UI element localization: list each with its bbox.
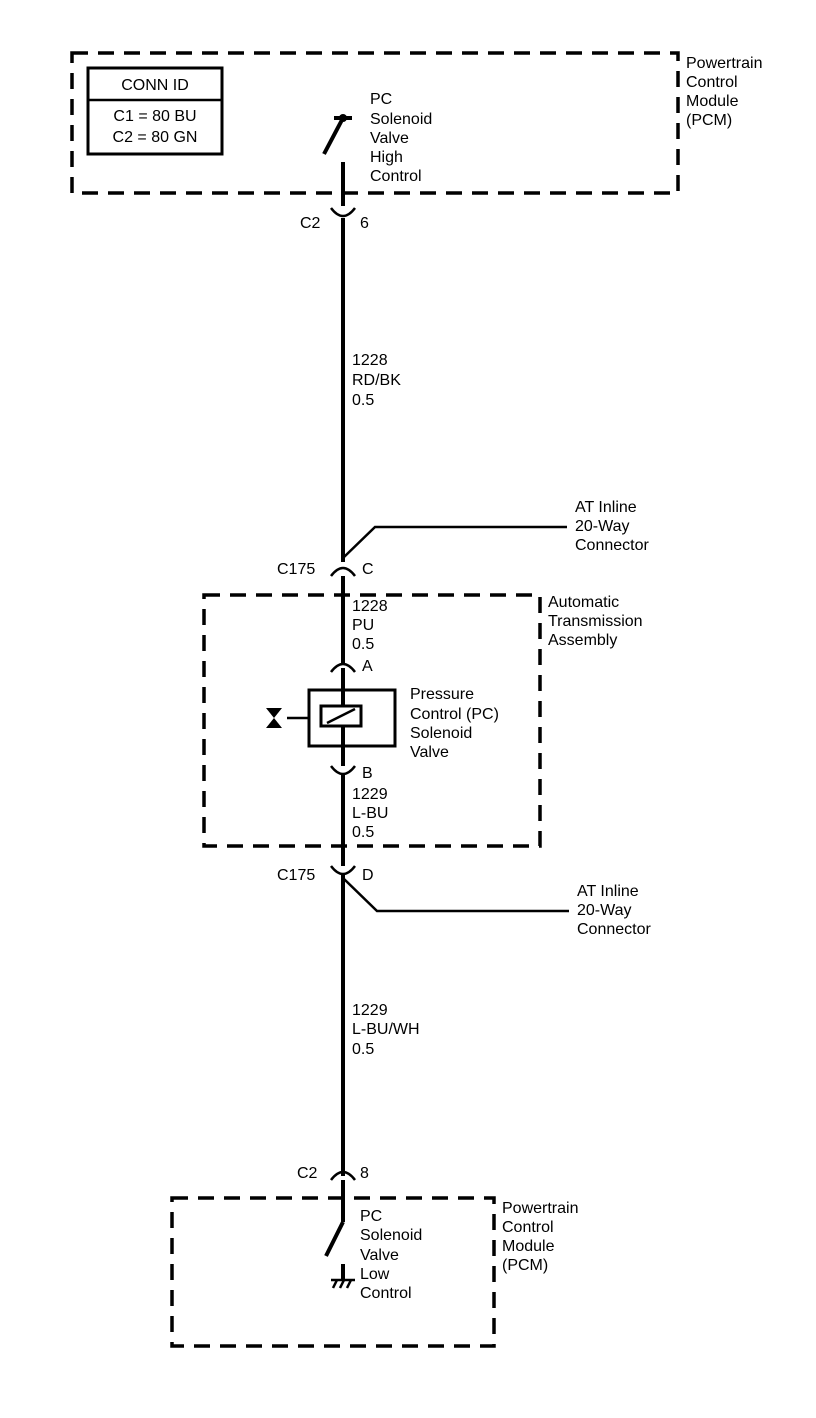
pcm-bottom-label-line4: (PCM) xyxy=(502,1257,548,1274)
low-control-label-line4: Low xyxy=(360,1266,390,1283)
low-control-label-line1: PC xyxy=(360,1208,382,1225)
transmission-label-line1: Automatic xyxy=(548,594,619,611)
pcm-bottom-label-line3: Module xyxy=(502,1238,555,1255)
connector-pin-a-label: A xyxy=(362,658,373,675)
inline-top-label-line3: Connector xyxy=(575,537,649,554)
inline-bottom-label-line3: Connector xyxy=(577,921,651,938)
high-control-label-line1: PC xyxy=(370,91,392,108)
low-control-label-line5: Control xyxy=(360,1285,412,1302)
wire-1228-rdbk-label: 1228 RD/BK 0.5 xyxy=(352,352,401,409)
wire-1228-pu-label: 1228 PU 0.5 xyxy=(352,598,388,653)
low-control-label: PC Solenoid Valve Low Control xyxy=(360,1208,422,1302)
wire-1-circuit: 1228 xyxy=(352,352,388,369)
inline-top-label-line2: 20-Way xyxy=(575,518,630,535)
conn-id-row-c2: C2 = 80 GN xyxy=(113,129,198,146)
transmission-label-line2: Transmission xyxy=(548,613,643,630)
pcm-top-label-line3: Module xyxy=(686,93,739,110)
low-control-switch-icon xyxy=(324,1221,345,1280)
solenoid-label-line4: Valve xyxy=(410,744,449,761)
high-control-label-line5: Control xyxy=(370,168,422,185)
ground-icon xyxy=(331,1278,355,1289)
wire-in-circuit: 1228 xyxy=(352,598,388,615)
pcm-bottom-label-line2: Control xyxy=(502,1219,554,1236)
conn-id-title: CONN ID xyxy=(121,77,189,94)
wire-1-size: 0.5 xyxy=(352,392,374,409)
pcm-bottom-boundary xyxy=(170,1196,496,1348)
low-control-label-line2: Solenoid xyxy=(360,1227,422,1244)
connector-c2-pin8-icon xyxy=(330,1170,356,1181)
connector-pin-b-icon xyxy=(330,765,356,776)
wire-in-color: PU xyxy=(352,617,374,634)
high-control-label-line4: High xyxy=(370,149,403,166)
solenoid-label-line1: Pressure xyxy=(410,686,474,703)
connector-c2-pin6-pin: 6 xyxy=(360,215,369,232)
inline-top-label: AT Inline 20-Way Connector xyxy=(575,499,649,554)
connector-c175-pin-c-icon xyxy=(330,566,356,577)
connector-pin-b-label: B xyxy=(362,765,373,782)
wire-in-size: 0.5 xyxy=(352,636,374,653)
wire-out-size: 0.5 xyxy=(352,824,374,841)
inline-bottom-leader xyxy=(342,877,569,913)
wire-out-color: L-BU xyxy=(352,805,388,822)
connector-c175-bottom-pin: D xyxy=(362,867,374,884)
pcm-top-label-line1: Powertrain xyxy=(686,55,762,72)
connector-c175-bottom-name: C175 xyxy=(277,867,315,884)
inline-bottom-label-line1: AT Inline xyxy=(577,883,639,900)
wire-2-circuit: 1229 xyxy=(352,1002,388,1019)
pcm-top-label-line2: Control xyxy=(686,74,738,91)
connector-c175-pin-d-icon xyxy=(330,865,356,876)
connector-c175-top-pin: C xyxy=(362,561,374,578)
pcm-bottom-label: Powertrain Control Module (PCM) xyxy=(502,1200,578,1274)
pcm-top-boundary xyxy=(70,51,680,195)
high-control-label-line2: Solenoid xyxy=(370,111,432,128)
inline-bottom-label: AT Inline 20-Way Connector xyxy=(577,883,651,938)
inline-bottom-label-line2: 20-Way xyxy=(577,902,632,919)
wire-1229-lbu-label: 1229 L-BU 0.5 xyxy=(352,786,388,841)
transmission-boundary xyxy=(202,593,542,848)
wire-2-size: 0.5 xyxy=(352,1041,374,1058)
conn-id-row-c1: C1 = 80 BU xyxy=(113,108,196,125)
connector-c2-pin6-icon xyxy=(330,207,356,218)
high-control-label-line3: Valve xyxy=(370,130,409,147)
low-control-label-line3: Valve xyxy=(360,1247,399,1264)
solenoid-label: Pressure Control (PC) Solenoid Valve xyxy=(410,686,499,761)
transmission-label-line3: Assembly xyxy=(548,632,617,649)
conn-id-table: CONN ID C1 = 80 BU C2 = 80 GN xyxy=(86,66,224,156)
wire-1-color: RD/BK xyxy=(352,372,401,389)
high-control-switch-icon xyxy=(322,114,352,155)
pcm-bottom-label-line1: Powertrain xyxy=(502,1200,578,1217)
wire-2-color: L-BU/WH xyxy=(352,1021,420,1038)
solenoid-label-line3: Solenoid xyxy=(410,725,472,742)
wire-1229-lbuwh-label: 1229 L-BU/WH 0.5 xyxy=(352,1002,420,1058)
connector-c2-pin8-name: C2 xyxy=(297,1165,318,1182)
solenoid-label-line2: Control (PC) xyxy=(410,706,499,723)
connector-c2-pin6-name: C2 xyxy=(300,215,321,232)
connector-pin-a-icon xyxy=(330,662,356,673)
inline-top-leader xyxy=(342,525,567,559)
transmission-label: Automatic Transmission Assembly xyxy=(548,594,643,649)
solenoid-icon xyxy=(266,688,397,748)
pcm-top-label-line4: (PCM) xyxy=(686,112,732,129)
connector-c2-pin8-pin: 8 xyxy=(360,1165,369,1182)
high-control-label: PC Solenoid Valve High Control xyxy=(370,91,432,185)
wire-out-circuit: 1229 xyxy=(352,786,388,803)
connector-c175-top-name: C175 xyxy=(277,561,315,578)
pcm-top-label: Powertrain Control Module (PCM) xyxy=(686,55,762,129)
inline-top-label-line1: AT Inline xyxy=(575,499,637,516)
